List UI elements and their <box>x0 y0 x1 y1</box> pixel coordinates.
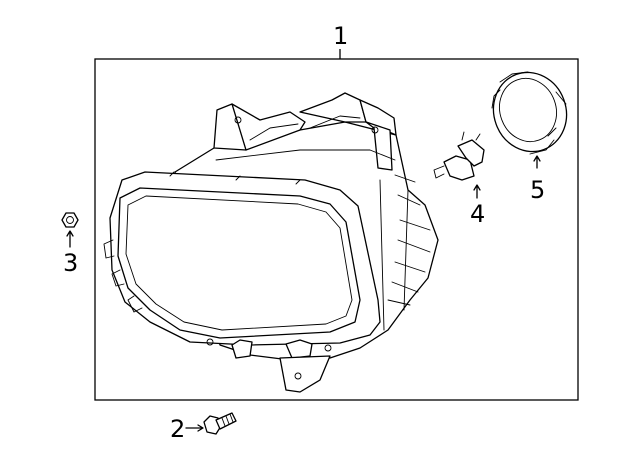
bolt <box>203 412 237 435</box>
socket-cap <box>491 71 568 155</box>
callout-2-leader <box>185 424 204 432</box>
callout-5-leader <box>533 155 541 169</box>
callout-2: 2 <box>170 415 185 443</box>
headlamp-assembly <box>103 92 439 393</box>
callout-3: 3 <box>63 249 78 277</box>
callout-4-leader <box>473 184 481 199</box>
callout-3-leader <box>66 230 74 248</box>
callout-1: 1 <box>333 22 348 50</box>
callout-4: 4 <box>470 200 485 228</box>
callout-5: 5 <box>530 176 545 204</box>
bulb <box>433 131 485 181</box>
nut <box>61 212 79 228</box>
assembly-frame <box>94 58 579 401</box>
